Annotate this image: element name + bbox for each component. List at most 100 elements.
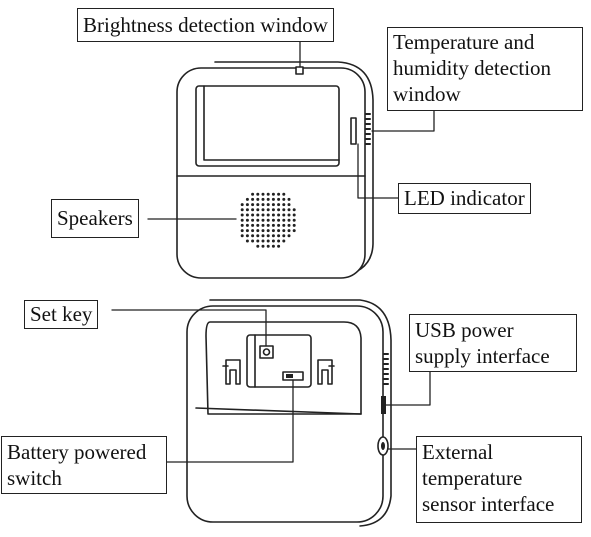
speaker-hole — [256, 203, 260, 207]
leader-temperature — [371, 110, 435, 132]
speaker-hole — [266, 218, 270, 222]
speaker-hole — [282, 239, 286, 243]
speaker-grill — [240, 192, 296, 248]
speaker-hole — [245, 208, 249, 212]
speaker-hole — [266, 203, 270, 207]
speaker-hole — [256, 197, 260, 201]
speaker-hole — [251, 223, 255, 227]
label-brightness-window: Brightness detection window — [77, 8, 334, 42]
speaker-hole — [287, 223, 291, 227]
speaker-hole — [251, 239, 255, 243]
speaker-hole — [287, 234, 291, 238]
speaker-hole — [256, 234, 260, 238]
speaker-hole — [282, 197, 286, 201]
speaker-hole — [266, 208, 270, 212]
speaker-hole — [266, 213, 270, 217]
label-external-sensor-interface: External temperature sensor interface — [416, 436, 582, 523]
usb-port — [381, 396, 386, 414]
speaker-hole — [287, 197, 291, 201]
speaker-hole — [240, 223, 244, 227]
speaker-hole — [271, 203, 275, 207]
speaker-hole — [266, 192, 270, 196]
speaker-hole — [240, 218, 244, 222]
set-key-button — [259, 345, 274, 359]
speaker-hole — [251, 234, 255, 238]
speaker-hole — [277, 218, 281, 222]
set-key-dot — [262, 348, 271, 356]
label-usb-line-2: supply interface — [415, 344, 550, 368]
speaker-hole — [256, 213, 260, 217]
label-temp-line-3: window — [393, 82, 461, 106]
speaker-hole — [251, 213, 255, 217]
speaker-hole — [292, 213, 296, 217]
display-inner-edge — [203, 85, 340, 161]
speaker-hole — [261, 192, 265, 196]
hook-left — [222, 359, 241, 385]
label-battery-line-2: switch — [7, 466, 62, 490]
speaker-hole — [292, 208, 296, 212]
hook-right — [317, 359, 335, 385]
speaker-hole — [282, 218, 286, 222]
side-vent-slots — [365, 113, 371, 145]
display-window — [195, 85, 340, 167]
speaker-hole — [251, 218, 255, 222]
label-set-key: Set key — [24, 300, 99, 329]
speaker-hole — [240, 213, 244, 217]
label-speakers: Speakers — [51, 199, 139, 238]
leader-lines — [111, 41, 435, 463]
speaker-hole — [251, 197, 255, 201]
label-external-line-1: External — [422, 440, 494, 464]
label-usb-power-interface: USB power supply interface — [409, 314, 577, 372]
label-temp-line-1: Temperature and — [393, 30, 535, 54]
speaker-hole — [240, 208, 244, 212]
speaker-hole — [287, 213, 291, 217]
speaker-hole — [245, 213, 249, 217]
battery-switch-knob — [286, 374, 293, 378]
speaker-hole — [245, 203, 249, 207]
speaker-hole — [266, 229, 270, 233]
speaker-hole — [266, 244, 270, 248]
speaker-hole — [251, 208, 255, 212]
speaker-hole — [245, 239, 249, 243]
front-device — [176, 61, 374, 279]
label-battery-line-1: Battery powered — [7, 440, 147, 464]
speaker-hole — [277, 208, 281, 212]
label-speakers-text: Speakers — [57, 206, 133, 230]
label-usb-line-1: USB power — [415, 318, 514, 342]
speaker-hole — [292, 229, 296, 233]
speaker-hole — [266, 234, 270, 238]
label-battery-switch: Battery powered switch — [1, 436, 167, 494]
speaker-hole — [277, 244, 281, 248]
speaker-hole — [277, 234, 281, 238]
brightness-sensor — [295, 66, 304, 75]
label-brightness-text: Brightness detection window — [83, 13, 328, 37]
speaker-hole — [287, 229, 291, 233]
speaker-hole — [245, 234, 249, 238]
speaker-hole — [277, 197, 281, 201]
speaker-hole — [282, 234, 286, 238]
speaker-hole — [271, 244, 275, 248]
label-setkey-text: Set key — [30, 302, 93, 326]
speaker-hole — [261, 213, 265, 217]
leader-led — [357, 143, 399, 199]
speaker-hole — [256, 218, 260, 222]
back-device — [186, 299, 392, 527]
speaker-hole — [271, 223, 275, 227]
speaker-hole — [251, 229, 255, 233]
speaker-hole — [261, 239, 265, 243]
front-device-body — [176, 67, 366, 279]
speaker-hole — [287, 208, 291, 212]
speaker-hole — [240, 234, 244, 238]
speaker-hole — [251, 192, 255, 196]
speaker-hole — [245, 197, 249, 201]
speaker-hole — [261, 203, 265, 207]
speaker-hole — [292, 218, 296, 222]
speaker-hole — [277, 192, 281, 196]
speaker-hole — [261, 197, 265, 201]
speaker-hole — [282, 223, 286, 227]
speaker-hole — [277, 213, 281, 217]
speaker-hole — [251, 203, 255, 207]
speaker-hole — [245, 229, 249, 233]
